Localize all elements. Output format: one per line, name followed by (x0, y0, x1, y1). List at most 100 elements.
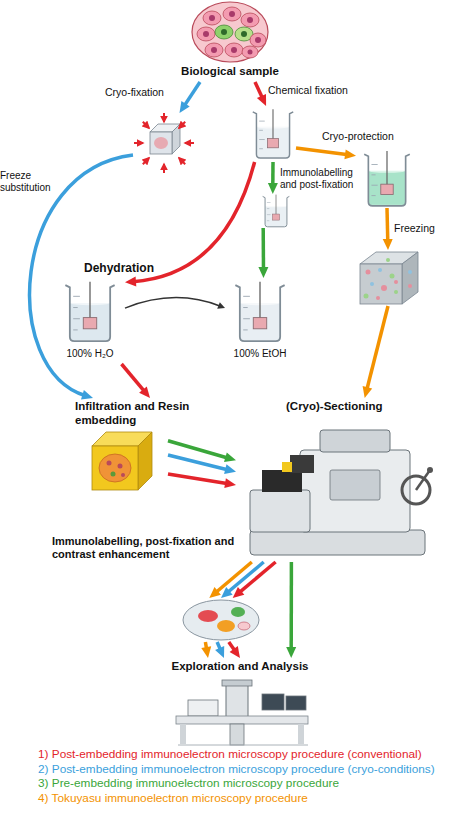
section-grid (217, 620, 235, 632)
cell-cluster (241, 13, 259, 27)
section-grid (183, 600, 259, 640)
legend-entry: 3) Pre-embedding immunoelectron microsco… (38, 776, 339, 791)
legend-text: 1) Post-embedding immunoelectron microsc… (38, 747, 422, 761)
resin-block (118, 464, 123, 469)
frozen-block (386, 258, 390, 262)
cell-cluster (221, 29, 227, 35)
flow-line (367, 306, 388, 391)
arrow-head (363, 386, 373, 398)
cell-cluster (255, 37, 261, 43)
microtome-illustration (250, 430, 433, 555)
frozen-block (390, 274, 395, 279)
flow-arrow (233, 562, 276, 598)
section-grid (238, 622, 250, 630)
resin-block (92, 432, 152, 490)
flow-arrow (221, 562, 264, 598)
resin-block: Infiltration and Resin embedding (68, 398, 168, 493)
resin-block (121, 473, 125, 477)
flow-line (168, 474, 228, 484)
illustration-part (185, 142, 194, 144)
arrow-head (221, 587, 233, 598)
microscope-illustration (176, 716, 308, 724)
flow-line (227, 562, 264, 593)
flow-arrow (268, 162, 278, 194)
cell-cluster (223, 7, 241, 21)
frozen-block (378, 268, 382, 272)
flow-line (125, 298, 221, 309)
cryo-cube (134, 113, 194, 173)
frozen-block (376, 296, 380, 300)
flow-line (122, 364, 146, 392)
frozen-block (370, 282, 374, 286)
legend-entry: 2) Post-embedding immunoelectron microsc… (38, 762, 435, 777)
fixation-beaker (250, 106, 296, 162)
microscope-illustration (176, 680, 308, 745)
microscope-illustration (230, 724, 244, 745)
cell-cluster (229, 11, 235, 17)
ethanol-beaker: 100% EtOH (225, 278, 295, 364)
flow-arrow (122, 364, 151, 398)
microscope-illustration (222, 680, 252, 686)
microtome-illustration (330, 470, 380, 500)
microtome-illustration (300, 450, 410, 532)
cell-cluster (209, 15, 215, 21)
illustration-part (134, 142, 143, 144)
section-grid (231, 607, 245, 617)
cell-cluster (250, 33, 266, 47)
flow-arrow (258, 228, 268, 278)
edge-label: Immunolabelling and post-fixation (280, 167, 362, 191)
node-label: 100% EtOH (220, 348, 300, 360)
edge-label: Freezing (394, 222, 454, 235)
flow-arrow (255, 82, 266, 106)
labelling-beaker (260, 194, 292, 228)
microscope-illustration (188, 700, 218, 716)
illustration-part (143, 158, 149, 164)
cell-cluster (225, 43, 243, 57)
frozen-block (402, 252, 418, 304)
resin-block (111, 472, 116, 477)
water-beaker: 100% H₂O (55, 278, 125, 364)
flow-arrow (286, 562, 296, 658)
illustration-part (179, 158, 185, 164)
microtome-illustration (320, 430, 390, 452)
flow-arrow (168, 455, 236, 474)
flow-line (255, 82, 263, 99)
frozen-block (360, 252, 418, 304)
cell-cluster (211, 47, 217, 53)
cell-cluster (192, 2, 268, 62)
microtome: (Cryo)-Sectioning (236, 398, 434, 562)
frozen-block (408, 284, 412, 288)
resin-block (107, 461, 112, 466)
flow-arrow (125, 162, 255, 287)
legend-text: 2) Post-embedding immunoelectron microsc… (38, 762, 435, 776)
node-label: (Cryo)-Sectioning (286, 400, 416, 414)
flow-arrow (229, 642, 240, 658)
beaker-illustration (263, 195, 290, 227)
arrow-head (230, 646, 240, 658)
illustration-part (163, 164, 165, 173)
cell-cluster (231, 47, 237, 53)
flow-arrow (180, 82, 201, 113)
arrow-head (139, 386, 150, 398)
resin-block (99, 454, 131, 482)
microtome-illustration (282, 462, 292, 472)
microscope-illustration (180, 724, 186, 744)
cryo-fixed-cube (133, 113, 195, 173)
frozen-block (364, 294, 369, 299)
arrow-head (201, 646, 211, 658)
cell-cluster (242, 46, 258, 58)
node-label: 100% H₂O (50, 348, 130, 360)
beaker-illustration (253, 109, 293, 158)
cell-cluster (247, 17, 253, 23)
cell-cluster (215, 25, 233, 39)
microscope-illustration (286, 696, 306, 710)
illustration-part (163, 113, 165, 122)
microscope-illustration (262, 694, 284, 710)
node-label: Exploration and Analysis (150, 660, 330, 674)
arrow-head (233, 587, 245, 598)
flow-line (229, 642, 236, 652)
flow-arrow (168, 474, 236, 488)
beaker-illustration (65, 109, 409, 341)
arrow-head (224, 478, 236, 488)
